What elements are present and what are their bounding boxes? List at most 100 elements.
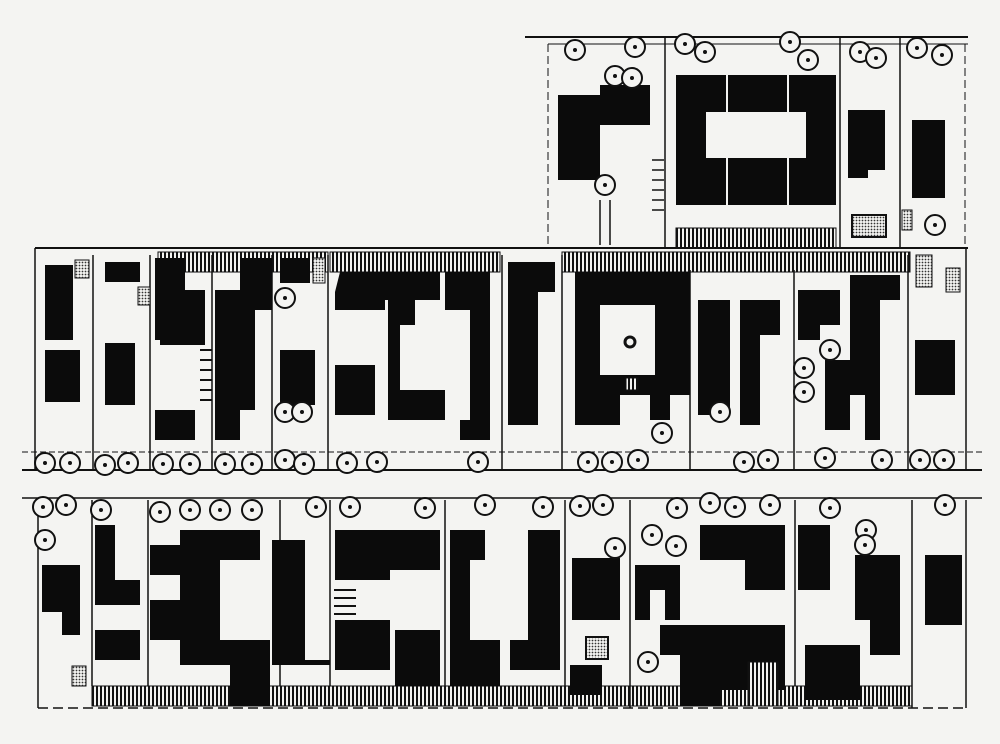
tree-icon: [34, 529, 56, 551]
tree-icon: [819, 339, 841, 361]
building: [912, 120, 945, 198]
building: [700, 525, 785, 590]
tree-icon: [293, 453, 315, 475]
tree-icon: [797, 49, 819, 71]
building: [855, 555, 900, 655]
tree-icon: [931, 44, 953, 66]
tree-icon: [674, 33, 696, 55]
tree-icon: [709, 401, 731, 423]
garden-wall: [91, 685, 913, 707]
building: [95, 525, 140, 605]
building: [570, 665, 602, 695]
building: [798, 290, 840, 340]
stair: [200, 349, 212, 401]
tree-icon: [637, 651, 659, 673]
tree-icon: [624, 36, 646, 58]
building: [915, 340, 955, 395]
tree-group: [32, 31, 956, 673]
tree-icon: [366, 451, 388, 473]
tree-icon: [414, 497, 436, 519]
tree-icon: [336, 452, 358, 474]
tree-icon: [924, 214, 946, 236]
building: [635, 565, 680, 620]
tree-icon: [854, 534, 876, 556]
building: [740, 300, 780, 425]
building: [335, 620, 390, 670]
tree-icon: [59, 452, 81, 474]
tree-icon: [604, 537, 626, 559]
tree-icon: [793, 357, 815, 379]
tree-icon: [594, 174, 616, 196]
building: [95, 630, 140, 660]
tree-icon: [179, 499, 201, 521]
building: [45, 265, 73, 340]
building: [280, 350, 315, 405]
tree-icon: [627, 449, 649, 471]
tree-icon: [641, 524, 663, 546]
tree-icon: [274, 287, 296, 309]
tree-icon: [814, 447, 836, 469]
carport: [675, 227, 837, 249]
building: [572, 558, 620, 620]
tree-icon: [865, 47, 887, 69]
building: [42, 565, 80, 635]
building: [105, 343, 135, 405]
tree-icon: [179, 453, 201, 475]
building: [215, 258, 272, 440]
building: [848, 110, 885, 178]
parking-icon: [915, 254, 933, 288]
tree-icon: [871, 449, 893, 471]
tree-icon: [934, 494, 956, 516]
tree-icon: [665, 535, 687, 557]
parking-icon: [585, 636, 609, 660]
building: [676, 75, 836, 205]
garden-wall: [561, 251, 911, 273]
tree-icon: [214, 453, 236, 475]
tree-icon: [699, 492, 721, 514]
building: [698, 300, 730, 415]
tree-icon: [592, 494, 614, 516]
parking-icon: [74, 259, 90, 279]
tree-icon: [569, 495, 591, 517]
building: [825, 360, 850, 430]
building: [280, 258, 310, 283]
building: [105, 262, 140, 282]
tree-icon: [34, 452, 56, 474]
tree-icon: [241, 453, 263, 475]
building: [850, 275, 900, 440]
tree-icon: [117, 452, 139, 474]
tree-icon: [604, 65, 626, 87]
tree-icon: [793, 381, 815, 403]
building: [445, 272, 490, 440]
building: [395, 630, 440, 686]
tree-icon: [305, 496, 327, 518]
building: [450, 530, 500, 686]
tree-icon: [474, 494, 496, 516]
building: [335, 272, 385, 310]
fountain-icon: [623, 335, 637, 349]
tree-icon: [733, 451, 755, 473]
tree-icon: [32, 496, 54, 518]
tree-icon: [152, 453, 174, 475]
tree-icon: [90, 499, 112, 521]
tree-icon: [339, 496, 361, 518]
tree-icon: [274, 449, 296, 471]
building: [805, 645, 860, 700]
parking-icon: [312, 257, 326, 284]
building: [45, 350, 80, 402]
tree-icon: [55, 494, 77, 516]
parking-icon: [599, 159, 664, 245]
tree-icon: [933, 449, 955, 471]
tree-icon: [209, 499, 231, 521]
tree-icon: [666, 497, 688, 519]
building: [558, 85, 650, 180]
tree-icon: [601, 451, 623, 473]
tree-icon: [241, 499, 263, 521]
tree-icon: [724, 496, 746, 518]
tree-icon: [819, 497, 841, 519]
parking-icon: [901, 209, 913, 231]
tree-icon: [149, 501, 171, 523]
building: [385, 272, 440, 300]
courtyard-icon: [707, 113, 805, 157]
parking-icon: [851, 214, 887, 238]
